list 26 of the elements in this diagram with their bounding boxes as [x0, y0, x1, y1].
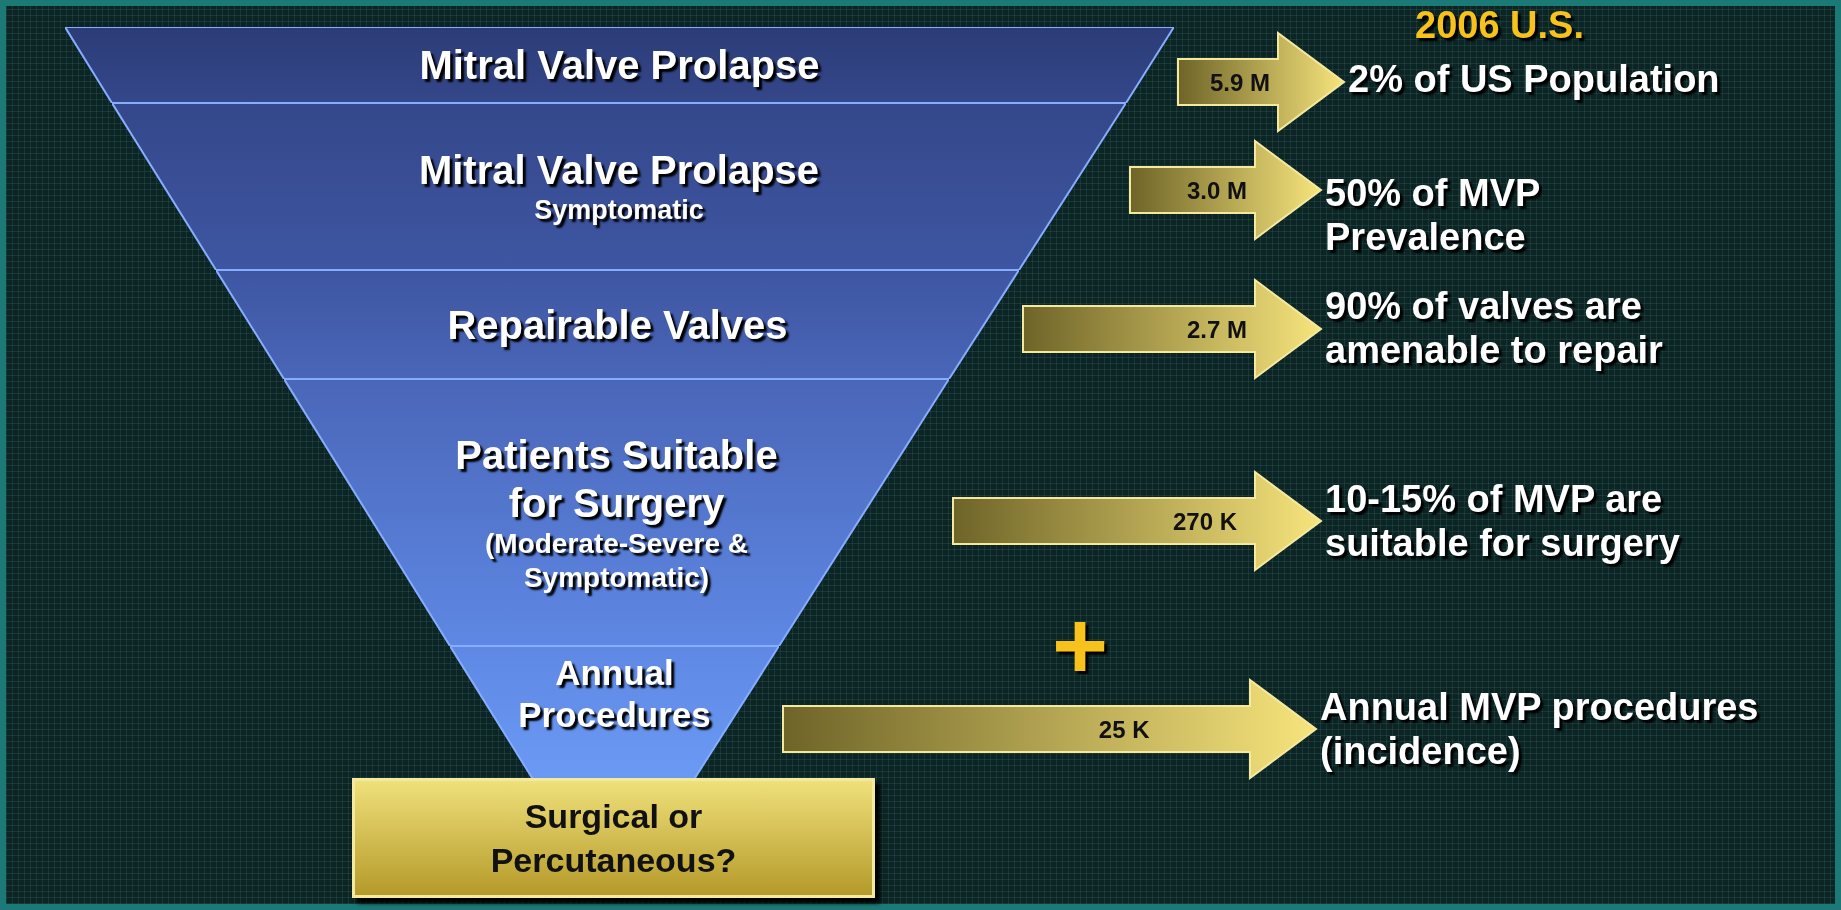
edge-label: 5.9 M	[1209, 69, 1270, 96]
block-arrow	[1022, 278, 1323, 380]
edge-label: 3.0 M	[1186, 177, 1247, 204]
note-text: 2% of US Population	[1348, 58, 1721, 102]
title: 2006 U.S.	[1415, 4, 1584, 47]
band-title: Patients Suitable for Surgery	[454, 431, 779, 527]
block-arrow	[782, 678, 1318, 780]
band-title: Repairable Valves	[447, 301, 788, 349]
edge-label: 25 K	[1098, 716, 1150, 743]
block-arrow	[1177, 31, 1346, 133]
band-subtitle: (Moderate-Severe & Symptomatic)	[484, 526, 749, 595]
block-arrow	[1129, 139, 1323, 241]
note-text: 10-15% of MVP are suitable for surgery	[1325, 478, 1681, 566]
band-title: Mitral Valve Prolapse	[418, 147, 820, 195]
plus-sign: +	[1052, 598, 1109, 694]
edge-label: 2.7 M	[1186, 316, 1247, 343]
question-box	[352, 778, 875, 898]
band-title: Annual Procedures	[517, 651, 712, 736]
note-text: 90% of valves are amenable to repair	[1325, 285, 1664, 373]
note-text: Annual MVP procedures (incidence)	[1320, 686, 1760, 774]
note-text: 50% of MVP Prevalence	[1325, 172, 1541, 260]
box-text: Surgical or Percutaneous?	[489, 795, 738, 881]
edge-label: 270 K	[1172, 508, 1237, 535]
block-arrow	[952, 470, 1323, 572]
band-subtitle: Symptomatic	[534, 194, 704, 227]
band-title: Mitral Valve Prolapse	[419, 42, 820, 89]
